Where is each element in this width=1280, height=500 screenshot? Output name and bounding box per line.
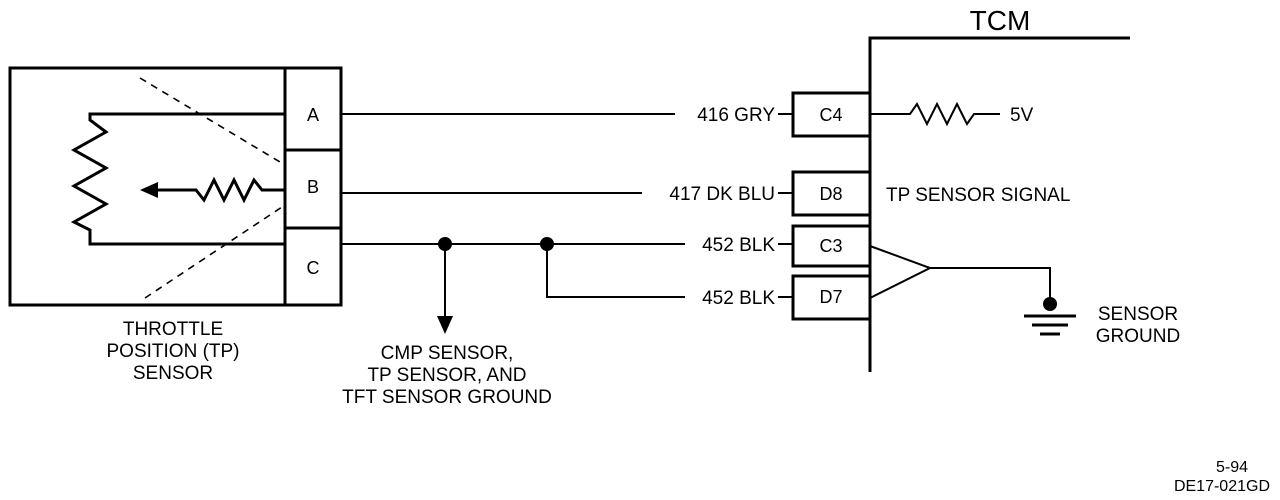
tcm-pin-c4: C4 bbox=[791, 91, 872, 138]
wire-417-label: 417 DK BLU bbox=[669, 184, 775, 205]
tcm-module: TCM C4 D8 C3 D7 5V TP SENSOR SIGNAL bbox=[791, 5, 1180, 372]
arrow-down-icon bbox=[437, 316, 453, 334]
tcm-pin-d8-label: D8 bbox=[819, 184, 842, 204]
tp-sensor: A B C THROTTLE POSITION (TP) SENSOR bbox=[8, 66, 343, 384]
sensor-ground-label-1: SENSOR bbox=[1098, 304, 1178, 325]
wire-452-b bbox=[546, 244, 685, 298]
wire-452-a-label: 452 BLK bbox=[702, 235, 775, 256]
wiring: 416 GRY 417 DK BLU 452 BLK 452 BLK CMP S… bbox=[341, 105, 793, 408]
tcm-ground-node bbox=[1043, 297, 1057, 311]
tcm-pullup-resistor-icon bbox=[870, 101, 1000, 127]
tcm-pin-d7: D7 bbox=[791, 274, 872, 321]
tcm-pin-c3: C3 bbox=[791, 224, 872, 268]
wire-416-label: 416 GRY bbox=[697, 105, 775, 126]
footer-code: DE17-021GD bbox=[1174, 478, 1270, 495]
tcm-pin-d7-label: D7 bbox=[819, 287, 842, 307]
tp-sensor-label-2: POSITION (TP) bbox=[107, 341, 240, 362]
tcm-pin-c3-label: C3 bbox=[819, 236, 842, 256]
tcm-pin-d8: D8 bbox=[791, 170, 872, 217]
tp-pin-a-label: A bbox=[307, 105, 319, 125]
tp-pin-b-label: B bbox=[307, 177, 319, 197]
tp-sensor-housing bbox=[8, 66, 285, 307]
tcm-pin-c4-label: C4 bbox=[819, 105, 842, 125]
wiper-arrow-icon bbox=[140, 182, 158, 198]
ground-note-3: TFT SENSOR GROUND bbox=[342, 387, 552, 408]
tcm-ground-wire bbox=[930, 267, 1051, 300]
tcm-buffer-triangle-icon bbox=[869, 245, 933, 299]
tp-pin-c-label: C bbox=[307, 258, 320, 278]
ground-note-2: TP SENSOR, AND bbox=[367, 365, 526, 386]
potentiometer-resistor-icon bbox=[70, 112, 285, 246]
wiper-resistor-icon bbox=[155, 176, 285, 204]
tcm-signal-label: TP SENSOR SIGNAL bbox=[886, 185, 1070, 206]
tp-connector bbox=[283, 66, 343, 307]
tp-sensor-label-3: SENSOR bbox=[133, 363, 213, 384]
tcm-ref-voltage: 5V bbox=[1010, 105, 1034, 126]
ground-note-1: CMP SENSOR, bbox=[381, 343, 514, 364]
ground-icon bbox=[1024, 314, 1076, 336]
tcm-title: TCM bbox=[970, 5, 1031, 36]
tp-sensor-label-1: THROTTLE bbox=[123, 319, 223, 340]
sensor-ground-label-2: GROUND bbox=[1096, 326, 1180, 347]
footer-date: 5-94 bbox=[1216, 459, 1248, 476]
wire-452-b-label: 452 BLK bbox=[702, 288, 775, 309]
